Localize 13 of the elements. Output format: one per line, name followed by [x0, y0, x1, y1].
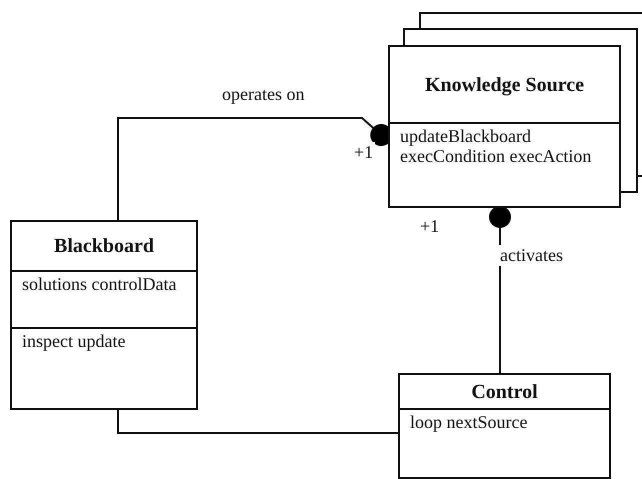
- association-line: [117, 410, 398, 434]
- class-name: Knowledge Source: [424, 72, 586, 98]
- class-box: [398, 373, 611, 479]
- class-name: Control: [470, 380, 539, 404]
- class-box: [388, 45, 621, 208]
- member-list: updateBlackboard execCondition execAction: [390, 122, 619, 210]
- class-name: Blackboard: [52, 234, 156, 259]
- member-list: solutions controlData: [12, 270, 196, 327]
- member-list: loop nextSource: [400, 408, 609, 479]
- edge-label: activates: [498, 245, 565, 266]
- class-box: [10, 220, 198, 410]
- association-line: [489, 206, 511, 373]
- member-list: inspect update: [12, 327, 196, 412]
